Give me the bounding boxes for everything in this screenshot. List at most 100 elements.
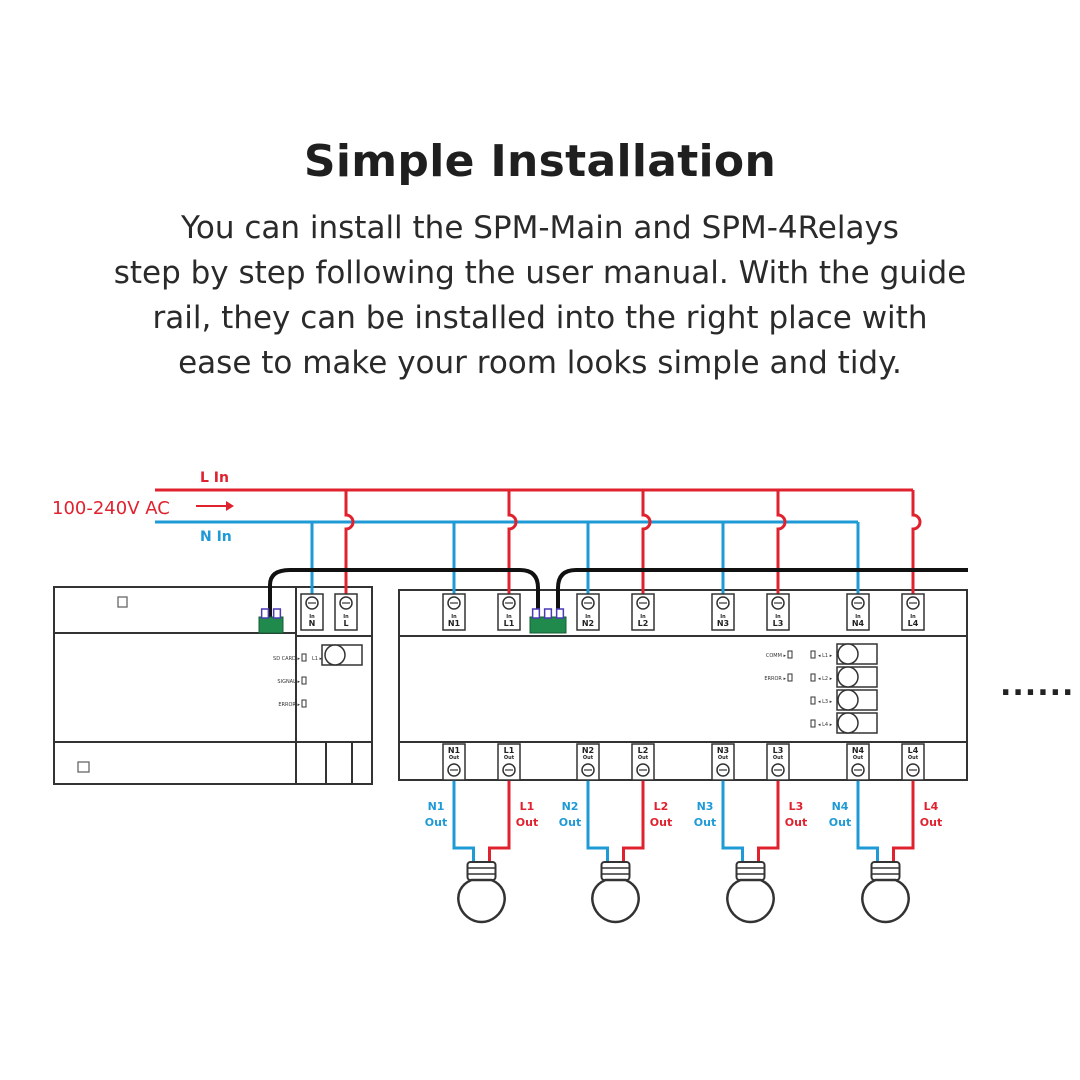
output-label-suffix: Out — [559, 816, 581, 829]
terminal-label-bottom: N2 — [582, 619, 594, 628]
terminal-label-top: In — [343, 614, 349, 620]
output-neutral-wire — [452, 780, 475, 862]
output-live-wire — [757, 780, 780, 862]
network-port-icon — [77, 761, 90, 773]
description-line: You can install the SPM-Main and SPM-4Re… — [181, 210, 899, 246]
channel-button[interactable] — [836, 712, 878, 734]
terminal-label-bottom: L — [343, 619, 348, 628]
output-label-name: L4 — [924, 800, 939, 813]
output-label-suffix: Out — [785, 816, 807, 829]
terminal-label-top: In — [640, 614, 646, 620]
main-input-terminal: InL — [334, 593, 358, 631]
relay-connector — [529, 608, 567, 634]
terminal-label-bottom: N — [309, 619, 316, 628]
bulb-glass — [726, 878, 775, 924]
light-bulb-icon — [457, 861, 506, 924]
channel-button[interactable] — [836, 666, 878, 688]
output-label-name: N3 — [697, 800, 714, 813]
output-label-suffix: Out — [425, 816, 447, 829]
main-connector — [258, 608, 284, 634]
main-module-io-block — [295, 586, 373, 637]
indicator-label: SD CARD ▸ — [273, 656, 300, 662]
terminal-label-bottom: L4 — [908, 619, 919, 628]
relay-live-in-wire — [776, 490, 787, 594]
terminal-label-bottom: Out — [773, 755, 784, 761]
channel-led — [810, 650, 816, 659]
light-bulb-icon — [591, 861, 640, 924]
terminal-label-top: L1 — [504, 746, 515, 755]
channel-button[interactable] — [836, 643, 878, 665]
output-label-suffix: Out — [516, 816, 538, 829]
relay-live-in-wire — [641, 490, 652, 594]
indicator-label: ERROR ▸ — [764, 676, 786, 682]
indicator-led — [301, 676, 307, 685]
connector-body — [258, 616, 284, 634]
terminal-label-top: In — [720, 614, 726, 620]
indicator-led — [301, 653, 307, 662]
connector-pin — [543, 608, 553, 619]
page-title: Simple Installation — [303, 136, 777, 187]
output-label-name: N2 — [562, 800, 579, 813]
terminal-label-top: In — [451, 614, 457, 620]
description-line: rail, they can be installed into the rig… — [152, 300, 928, 336]
terminal-label-top: In — [910, 614, 916, 620]
terminal-label-bottom: Out — [638, 755, 649, 761]
supply-label: 100-240V AC — [52, 498, 170, 519]
terminal-label-bottom: L1 — [504, 619, 515, 628]
light-bulb-icon — [726, 861, 775, 924]
output-neutral-wire — [586, 780, 609, 862]
relay-live-in-wire — [507, 490, 518, 594]
output-neutral-wire — [856, 780, 879, 862]
output-live-wire — [892, 780, 915, 862]
main-module-button[interactable] — [321, 644, 363, 666]
terminal-label-top: In — [585, 614, 591, 620]
relay-module — [398, 589, 968, 781]
terminal-label-top: N3 — [717, 746, 729, 755]
channel-label: ◂ L4 ▸ — [818, 722, 833, 728]
output-label-suffix: Out — [920, 816, 942, 829]
channel-label: ◂ L3 ▸ — [818, 699, 833, 705]
terminal-label-bottom: L2 — [638, 619, 649, 628]
indicator-label: ERROR ▸ — [278, 702, 300, 708]
connector-pin — [272, 608, 282, 619]
comm-cable — [556, 568, 968, 618]
terminal-label-top: L3 — [773, 746, 784, 755]
bulb-base — [735, 861, 766, 881]
live-in-label: L In — [200, 470, 229, 486]
terminal-label-top: In — [506, 614, 512, 620]
terminal-label-bottom: L3 — [773, 619, 784, 628]
output-label-suffix: Out — [650, 816, 672, 829]
terminal-label-bottom: Out — [504, 755, 515, 761]
output-label-name: L2 — [654, 800, 669, 813]
channel-button-knob — [837, 689, 859, 711]
output-label-suffix: Out — [829, 816, 851, 829]
channel-button-knob — [837, 666, 859, 688]
connector-pin — [555, 608, 565, 619]
channel-button-frame — [836, 689, 878, 711]
connector-body — [529, 616, 567, 634]
channel-button-frame — [836, 643, 878, 665]
channel-button[interactable] — [836, 689, 878, 711]
output-neutral-wire — [721, 780, 744, 862]
description-line: ease to make your room looks simple and … — [178, 345, 902, 381]
output-label-suffix: Out — [694, 816, 716, 829]
sd-card-slot-icon — [117, 596, 128, 608]
light-bulb-icon — [861, 861, 910, 924]
channel-label: ◂ L2 ▸ — [818, 676, 833, 682]
terminal-label-bottom: Out — [908, 755, 919, 761]
channel-button-knob — [837, 643, 859, 665]
indicator-led — [787, 650, 793, 659]
output-label-name: N4 — [832, 800, 849, 813]
terminal-label-bottom: Out — [853, 755, 864, 761]
channel-button-frame — [836, 666, 878, 688]
